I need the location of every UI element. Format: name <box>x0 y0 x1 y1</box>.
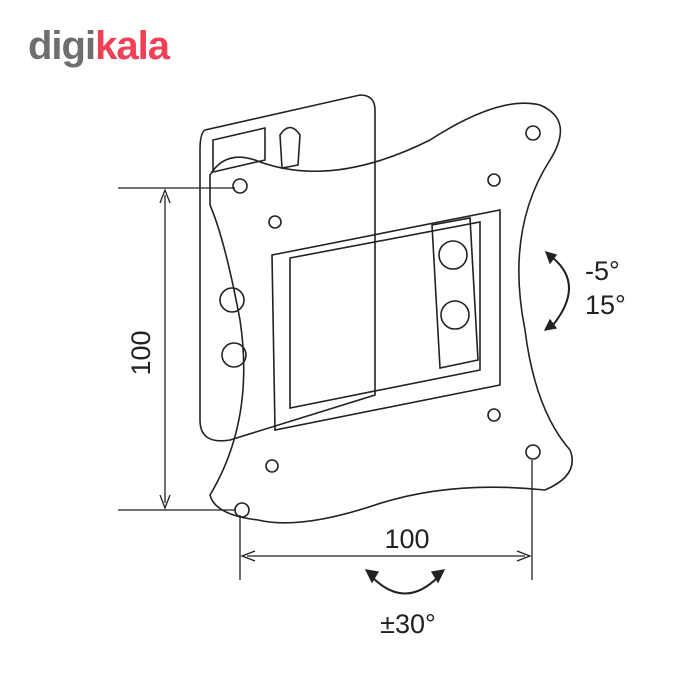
swivel-arrow <box>371 576 439 595</box>
tilt-bracket <box>431 217 479 369</box>
hole <box>234 502 250 518</box>
hole <box>265 459 279 473</box>
swivel-label: ±30° <box>380 609 436 639</box>
keyhole <box>279 126 301 169</box>
side-knob <box>219 287 245 313</box>
horizontal-dimension: 100 <box>384 524 429 554</box>
digikala-logo: digikala <box>28 24 170 68</box>
tilt-down-label: 15° <box>585 290 626 320</box>
knob <box>438 240 468 270</box>
wall-plate-slot <box>212 126 266 174</box>
vesa-plate <box>209 102 573 524</box>
knob <box>440 300 470 330</box>
tilt-up-label: -5° <box>585 256 620 286</box>
hole <box>487 173 501 187</box>
hole <box>232 178 248 194</box>
vertical-dimension: 100 <box>126 330 156 375</box>
hole <box>487 408 501 422</box>
tilt-arrow <box>552 257 570 326</box>
side-knob <box>221 342 247 368</box>
center-frame <box>271 209 501 431</box>
hole <box>525 444 541 460</box>
hole <box>525 125 541 141</box>
dimension-lines <box>118 187 570 595</box>
wall-plate <box>199 94 376 442</box>
hole <box>268 215 282 229</box>
